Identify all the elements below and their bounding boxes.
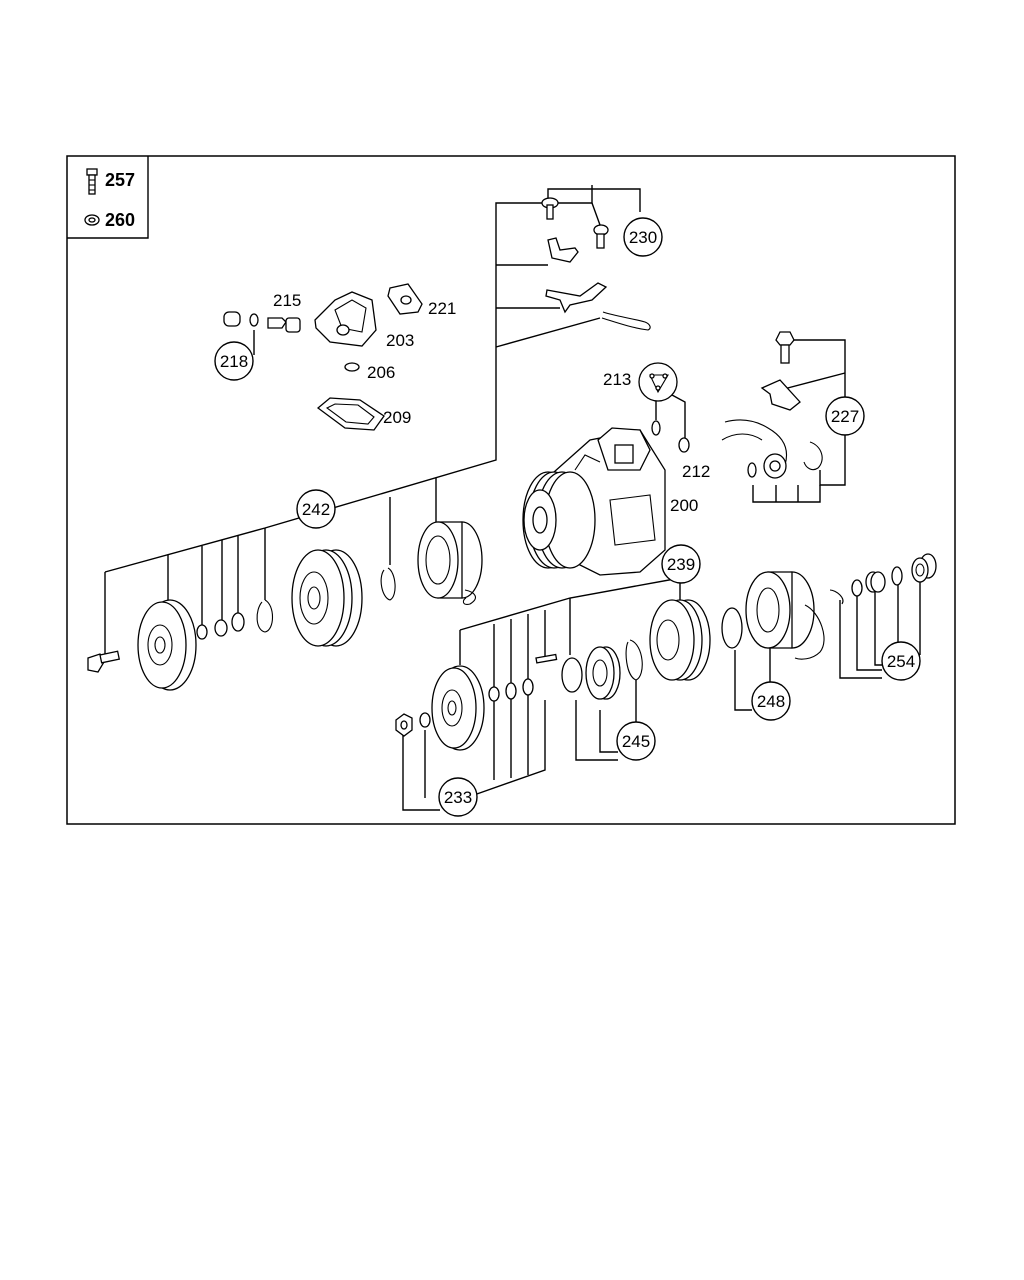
label-206: 206 <box>367 363 395 382</box>
callout-242: 242 <box>296 489 336 529</box>
ring-254a <box>851 579 863 597</box>
cover-plate-221 <box>387 283 423 315</box>
callout-254: 254 <box>881 641 921 681</box>
mounting-bolt <box>87 650 121 673</box>
pulley <box>291 549 363 647</box>
shim-4 <box>488 686 500 702</box>
svg-text:242: 242 <box>302 500 330 519</box>
shim-6 <box>522 678 534 696</box>
switch-215 <box>267 317 301 333</box>
washer <box>419 712 431 728</box>
svg-text:254: 254 <box>887 652 915 671</box>
legend-number-257: 257 <box>105 170 135 190</box>
bracket-assembly-230 <box>541 197 651 331</box>
callout-245: 245 <box>616 721 656 761</box>
shim-5 <box>505 682 517 700</box>
clutch-plate <box>431 665 485 751</box>
clip-254 <box>829 589 844 605</box>
callout-230: 230 <box>623 217 663 257</box>
label-221: 221 <box>428 299 456 318</box>
diagram-frame <box>66 155 956 825</box>
snap-ring-5 <box>721 607 743 649</box>
svg-text:227: 227 <box>831 407 859 426</box>
ring-254d <box>891 566 903 586</box>
svg-text:239: 239 <box>667 555 695 574</box>
callout-218: 218 <box>214 341 254 381</box>
gasket-209 <box>316 397 385 431</box>
bolt-icon <box>86 168 98 195</box>
label-200: 200 <box>670 496 698 515</box>
callout-239: 239 <box>661 544 701 584</box>
callout-233: 233 <box>438 777 478 817</box>
washer-icon <box>84 214 100 226</box>
shim-1 <box>196 624 208 640</box>
key <box>535 653 558 664</box>
callout-227: 227 <box>825 396 865 436</box>
field-coil <box>417 521 483 605</box>
svg-text:233: 233 <box>444 788 472 807</box>
snap-ring-2 <box>380 567 396 601</box>
snap-ring-1 <box>256 599 274 633</box>
svg-text:245: 245 <box>622 732 650 751</box>
label-203: 203 <box>386 331 414 350</box>
bushing-254 <box>911 553 937 583</box>
callout-248: 248 <box>751 681 791 721</box>
nut <box>395 713 413 737</box>
o-ring-212 <box>678 437 690 453</box>
wiring-harness-227 <box>721 331 823 479</box>
svg-text:218: 218 <box>220 352 248 371</box>
pulley-239 <box>649 599 711 681</box>
sensor-cap-218 <box>223 311 259 327</box>
legend-box: 257 260 <box>67 156 149 239</box>
bearing <box>585 646 621 700</box>
svg-text:248: 248 <box>757 692 785 711</box>
shim-2 <box>214 619 228 637</box>
shim-3 <box>231 612 245 632</box>
seal-ring-206 <box>344 362 360 372</box>
coil-248 <box>745 571 825 660</box>
svg-text:230: 230 <box>629 228 657 247</box>
label-209: 209 <box>383 408 411 427</box>
leader-lines <box>104 185 921 811</box>
snap-ring-4 <box>625 639 643 681</box>
label-212: 212 <box>682 462 710 481</box>
snap-ring-3 <box>561 657 583 693</box>
ring-254c <box>870 571 886 593</box>
clutch-hub <box>137 599 197 691</box>
label-213: 213 <box>603 370 631 389</box>
cover-213 <box>638 362 678 436</box>
label-215: 215 <box>273 291 301 310</box>
valve-housing-203 <box>314 291 377 347</box>
compressor-200 <box>522 427 666 576</box>
legend-number-260: 260 <box>105 210 135 230</box>
